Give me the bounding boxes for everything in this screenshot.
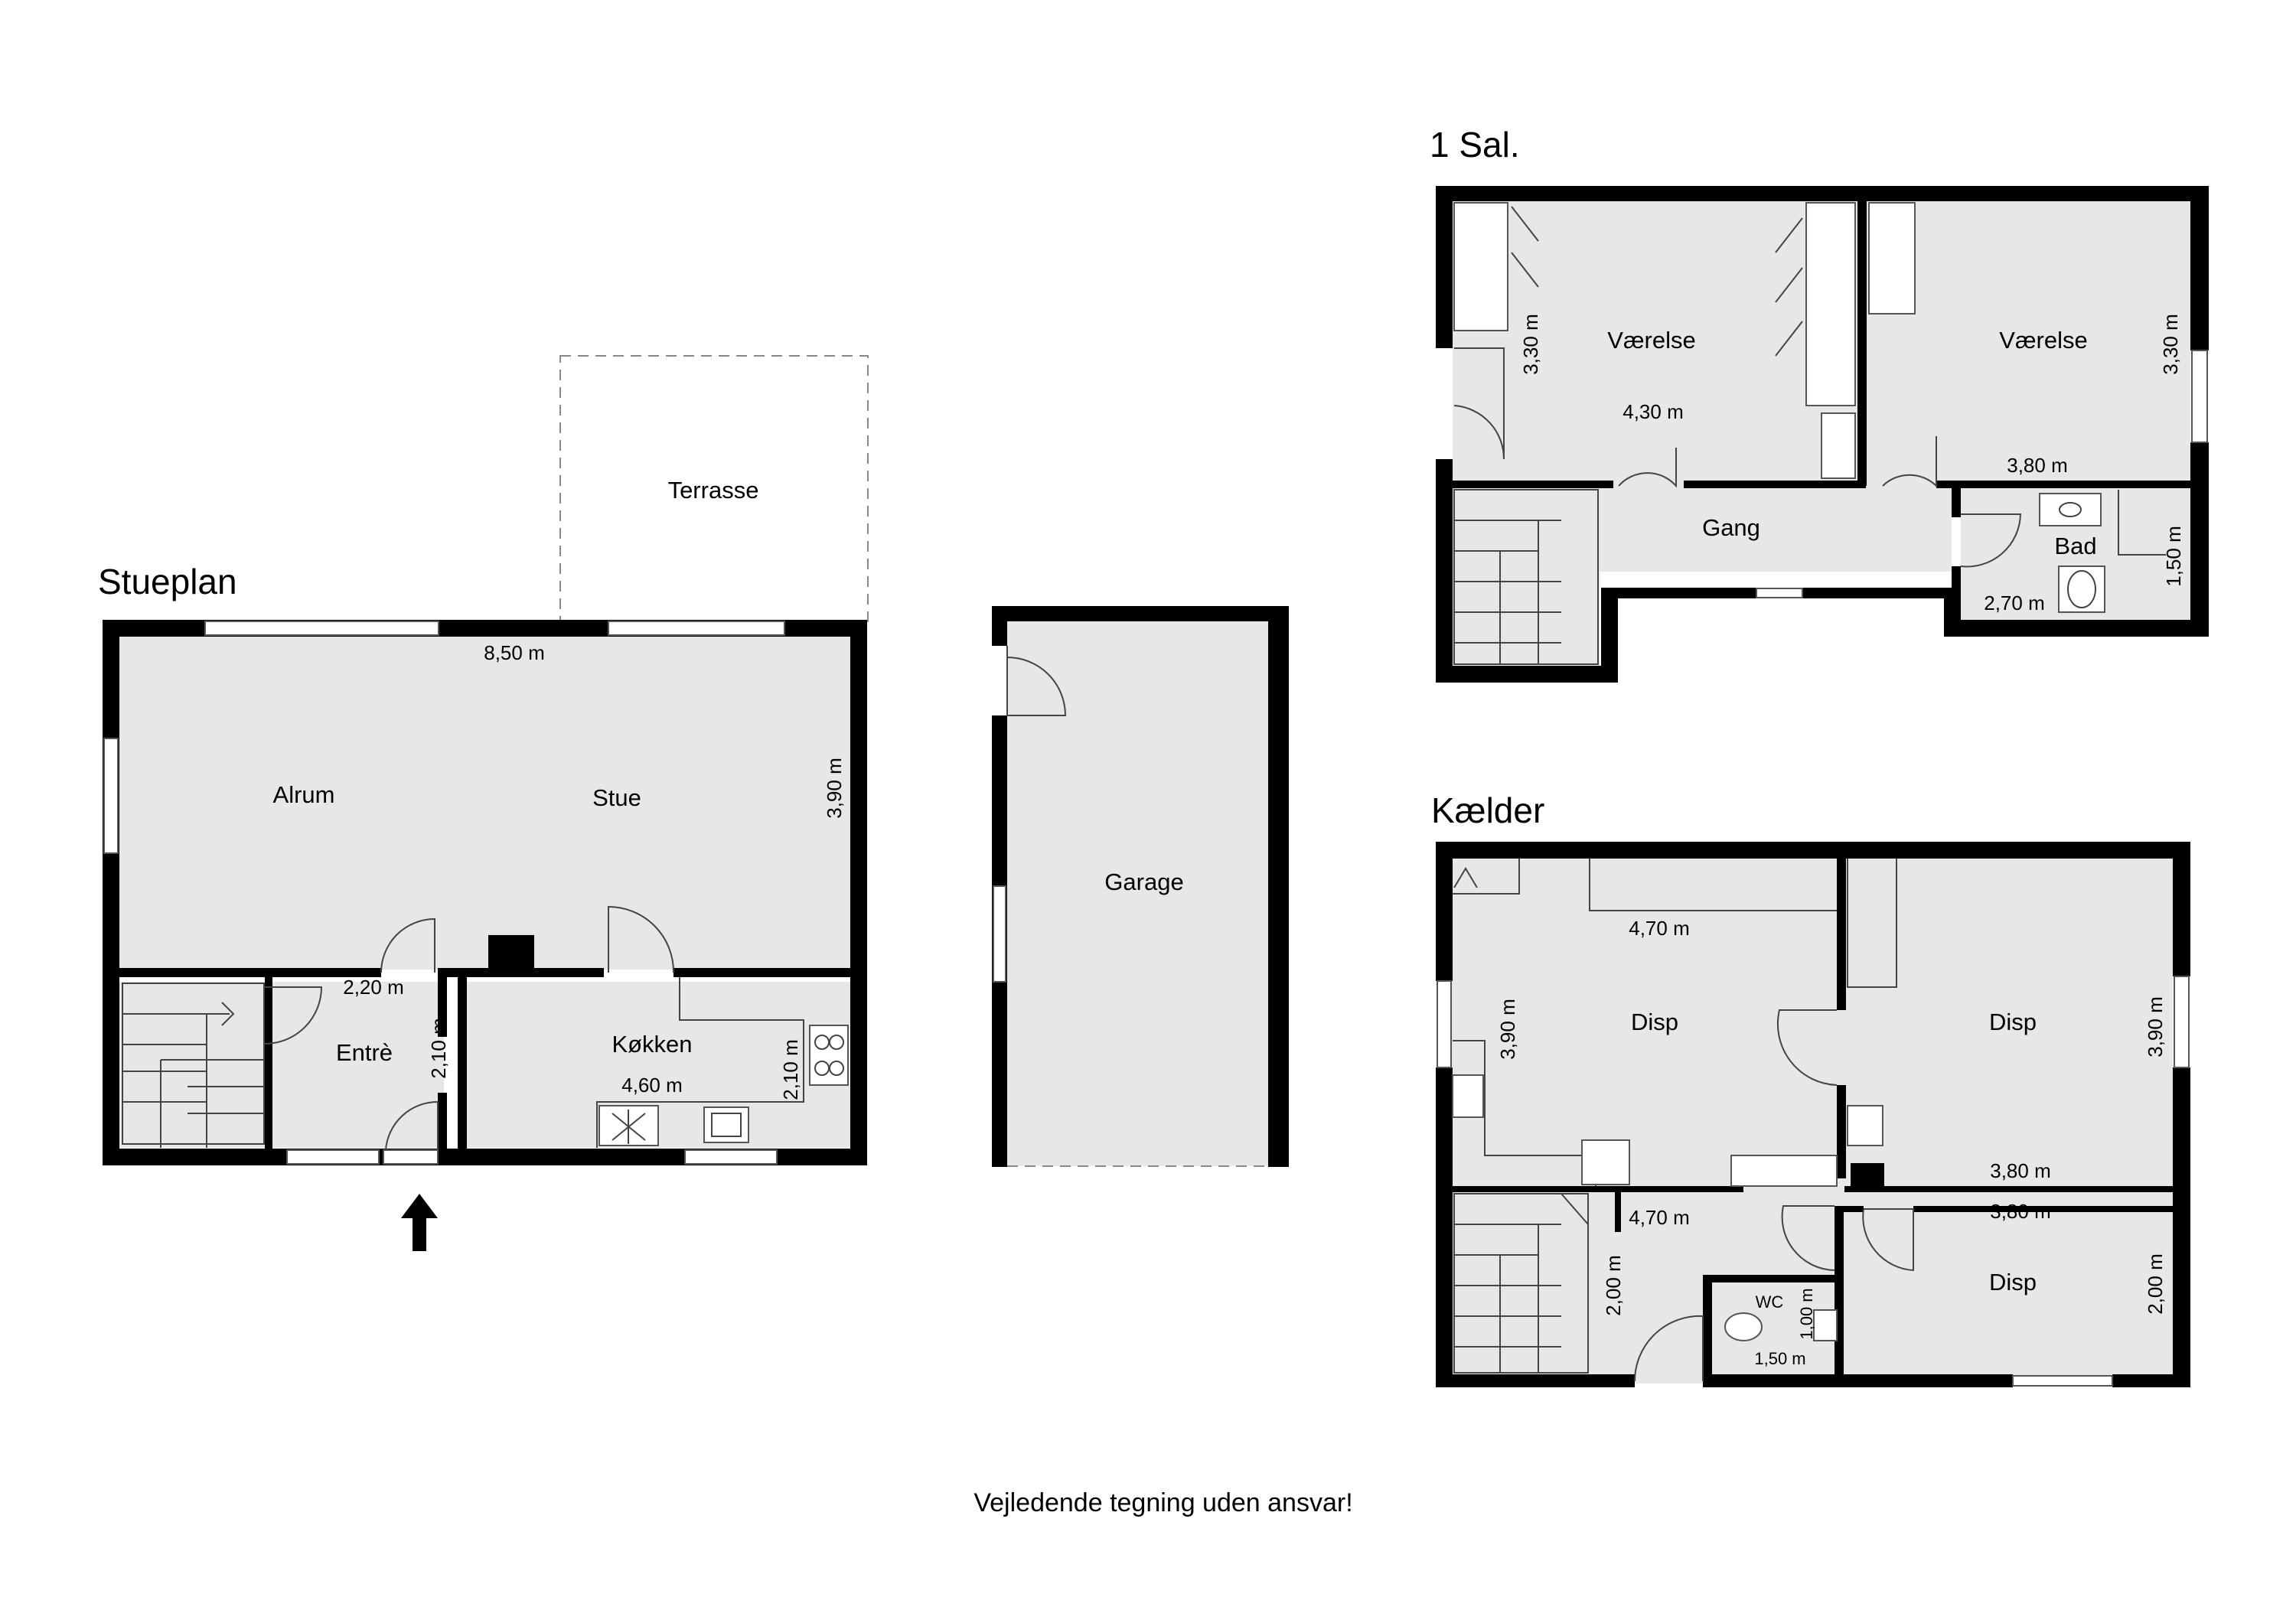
dimension-label: 3,30 m [2159,314,2182,375]
closet [1453,202,1508,331]
door [1453,347,1505,460]
sink-icon [2039,493,2102,526]
dimension-label: 2,00 m [2144,1253,2167,1315]
closet [1868,202,1916,314]
garage-label: Garage [1104,869,1183,895]
staircase [1453,489,1599,665]
sink-icon [1452,1074,1484,1118]
kaelder-title: Kælder [1431,790,1544,830]
window [2012,1375,2113,1387]
stove-icon [809,1025,849,1086]
door [264,986,323,1045]
toilet-icon [1724,1312,1763,1341]
washer-icon [1581,1139,1630,1185]
dimension-label: 8,50 m [484,641,545,664]
dimension-label: 1,00 m [1797,1288,1816,1339]
dimension-label: 2,20 m [343,976,404,999]
dimension-label: 1,50 m [1754,1349,1805,1368]
dimension-label: 2,70 m [1984,592,2045,614]
wc-label: WC [1756,1292,1784,1312]
door [1618,448,1677,488]
dimension-label: 2,00 m [1602,1255,1625,1316]
door [1960,513,2022,568]
sal-floor: 1 Sal. [1430,125,2209,683]
door [1777,1009,1838,1086]
staircase [1453,1193,1589,1374]
sink-icon [1813,1309,1838,1341]
window [1437,980,1452,1068]
terrasse-label: Terrasse [668,477,759,504]
vaerelse-1-label: Værelse [1607,327,1695,354]
door [1781,1205,1835,1271]
kokken-label: Køkken [612,1031,692,1058]
door [1006,646,1067,716]
gang-label: Gang [1702,514,1760,541]
window [204,621,439,636]
toilet-icon [2058,565,2105,613]
disp-2-label: Disp [1989,1009,2037,1035]
dimension-label: 1,50 m [2162,526,2185,587]
closet [1805,202,1856,406]
window [993,885,1006,983]
vaerelse-2-label: Værelse [1999,327,2087,354]
window [608,621,785,636]
dimension-label: 3,90 m [2144,996,2167,1058]
entrance-arrow-icon [401,1194,438,1251]
dimension-label: 4,70 m [1629,1206,1690,1229]
dimension-label: 3,90 m [823,758,846,819]
window [684,1149,778,1165]
stueplan-title: Stueplan [98,562,237,601]
bad-label: Bad [2054,533,2096,559]
door [1862,1208,1914,1272]
window [286,1149,380,1165]
disclaimer-text: Vejledende tegning uden ansvar! [974,1488,1352,1517]
entre-label: Entrè [336,1039,393,1066]
dimension-label: 3,80 m [1990,1159,2051,1182]
counter [1730,1155,1838,1187]
window [1756,588,1803,598]
disp-1-label: Disp [1631,1009,1678,1035]
sink-icon [1847,1105,1883,1146]
closet [1821,412,1856,479]
dimension-label: 3,80 m [2007,454,2068,477]
sal-title: 1 Sal. [1430,125,1520,165]
dimension-label: 3,90 m [1496,999,1519,1060]
dimension-label: 4,30 m [1623,400,1684,423]
door [608,905,675,973]
stue-label: Stue [592,784,641,811]
dimension-label: 4,60 m [621,1074,683,1097]
dimension-label: 2,10 m [779,1039,802,1100]
window [2174,976,2190,1068]
dimension-label: 4,70 m [1629,917,1690,940]
entrance-door [385,1100,439,1151]
stueplan-floor: Stueplan Terrasse [98,355,1289,1251]
dimension-label: 2,10 m [427,1018,450,1079]
sink-icon [703,1106,749,1143]
alrum-label: Alrum [273,781,335,808]
door [380,917,435,973]
dimension-label: 3,30 m [1519,314,1542,375]
dimension-label: 3,80 m [1990,1200,2051,1223]
window [2191,350,2208,443]
disp-3-label: Disp [1989,1269,2037,1295]
door [1633,1315,1704,1382]
staircase [122,983,265,1148]
kaelder-floor: Kælder [1431,790,2190,1387]
window [103,738,119,854]
door [1882,436,1937,488]
